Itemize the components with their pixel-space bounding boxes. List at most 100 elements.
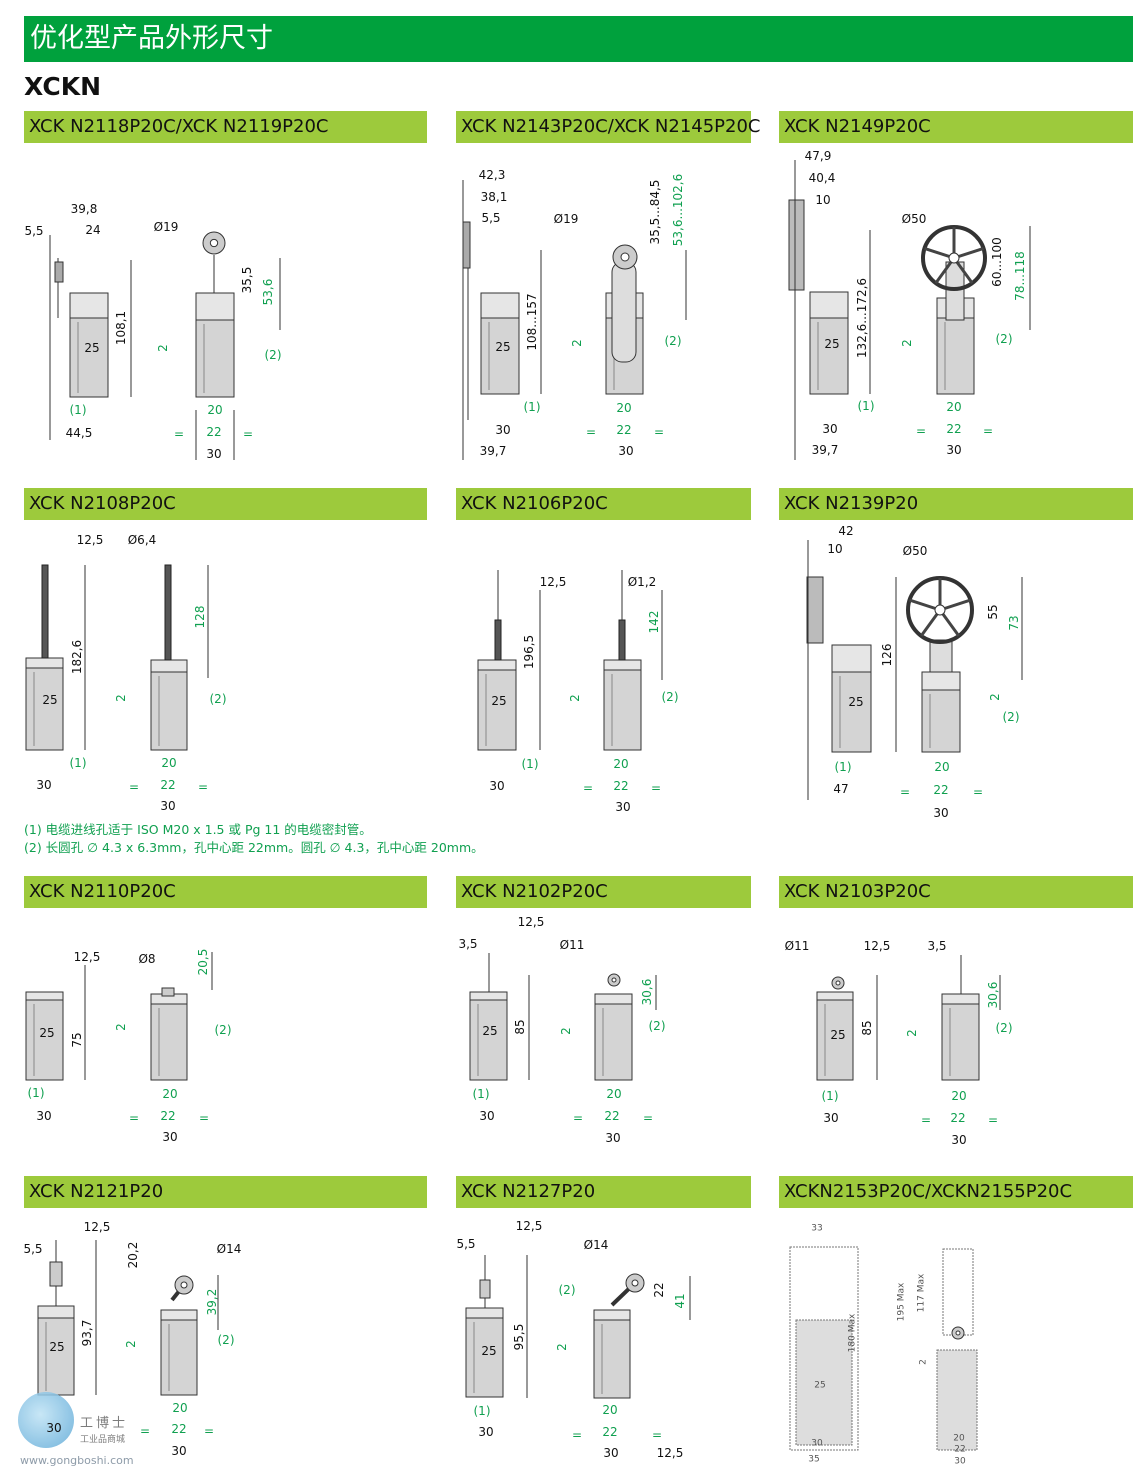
switch-head xyxy=(150,659,188,673)
switch-head xyxy=(195,292,235,321)
dimension-label: = xyxy=(585,425,597,439)
dimension-label: 20 xyxy=(613,757,629,771)
dimension-label: 5,5 xyxy=(456,1237,476,1251)
drawing-part xyxy=(929,639,953,673)
dimension-label: 30 xyxy=(946,443,962,457)
dimension-label: 12,5 xyxy=(73,950,101,964)
switch-head xyxy=(941,993,980,1005)
dimension-label: 30,6 xyxy=(640,978,654,1006)
dimension-label: (2) xyxy=(214,1023,232,1037)
switch-head xyxy=(921,671,961,691)
dimension-label: 35,5 xyxy=(240,266,254,294)
dimension-label: 30 xyxy=(36,1109,52,1123)
switch-body xyxy=(465,1317,504,1398)
dimension-label: = xyxy=(582,781,594,795)
dimension-label: 30 xyxy=(479,1109,495,1123)
dimension-label: = xyxy=(203,1424,215,1438)
dimension-label: 20 xyxy=(616,401,632,415)
roller-hub xyxy=(620,252,630,262)
dimension-label: 2 xyxy=(559,1027,573,1035)
dimension-label: 195 Max xyxy=(896,1282,907,1322)
switch-body xyxy=(795,1319,853,1446)
spring-rod xyxy=(618,619,626,661)
dimension-label: 30 xyxy=(495,423,511,437)
dimension-label: (2) xyxy=(217,1333,235,1347)
dimension-label: 39,7 xyxy=(811,443,839,457)
dimension-label: 20 xyxy=(946,400,962,414)
dimension-label: 12,5 xyxy=(515,1219,543,1233)
dimension-label: 78...118 xyxy=(1013,251,1027,301)
dimension-label: = xyxy=(920,1113,932,1127)
dimension-label: 108,1 xyxy=(114,310,128,346)
watermark-url: www.gongboshi.com xyxy=(20,1454,134,1467)
panel-title: XCK N2102P20C xyxy=(456,876,751,908)
footnotes: (1) 电缆进线孔适于 ISO M20 x 1.5 或 Pg 11 的电缆密封管… xyxy=(24,821,484,857)
dimension-label: 33 xyxy=(811,1223,823,1234)
dimension-label: Ø11 xyxy=(559,938,585,952)
dimension-label: 20 xyxy=(162,1087,178,1101)
dimension-label: 25 xyxy=(491,694,507,708)
dimension-label: = xyxy=(653,425,665,439)
dimension-label: 22 xyxy=(954,1444,966,1455)
dimension-label: 25 xyxy=(39,1026,55,1040)
dimension-label: 20 xyxy=(951,1089,967,1103)
dimension-label: 30 xyxy=(489,779,505,793)
dimension-label: (1) xyxy=(69,403,87,417)
dimension-label: 30 xyxy=(615,800,631,814)
dimension-label: = xyxy=(642,1111,654,1125)
dimension-label: 180 Max xyxy=(847,1313,858,1353)
dimension-label: Ø14 xyxy=(583,1238,609,1252)
dimension-label: 20 xyxy=(207,403,223,417)
dimension-label: 22 xyxy=(160,1109,176,1123)
switch-body xyxy=(195,319,235,398)
panel-title: XCK N2103P20C xyxy=(779,876,1133,908)
wheel-hub xyxy=(934,604,946,616)
switch-body xyxy=(593,1319,631,1399)
dimension-label: 30 xyxy=(478,1425,494,1439)
dimension-label: 30 xyxy=(36,778,52,792)
switch-body xyxy=(469,999,508,1081)
roller-hub xyxy=(835,980,841,986)
dimension-label: 12,5 xyxy=(863,939,891,953)
dimension-label: 85 xyxy=(513,1019,527,1035)
dimension-label: 20 xyxy=(602,1403,618,1417)
dimension-label: 22 xyxy=(652,1282,666,1298)
switch-body xyxy=(921,689,961,753)
dimension-label: 30 xyxy=(823,1111,839,1125)
dimension-label: 40,4 xyxy=(808,171,836,185)
dimension-label: 5,5 xyxy=(23,1242,43,1256)
dimension-label: (1) xyxy=(472,1087,490,1101)
dimension-label: Ø11 xyxy=(784,939,810,953)
dimension-label: (2) xyxy=(648,1019,666,1033)
switch-head xyxy=(603,659,642,671)
switch-body xyxy=(150,1003,188,1081)
switch-head xyxy=(831,644,872,673)
dimension-label: 22 xyxy=(171,1422,187,1436)
watermark-sub: 工业品商城 xyxy=(80,1435,126,1445)
dimension-label: 20,5 xyxy=(196,948,210,976)
panel-title: XCKN2153P20C/XCKN2155P20C xyxy=(779,1176,1133,1208)
switch-body xyxy=(25,999,64,1081)
dimension-label: Ø8 xyxy=(138,952,156,966)
panel-title: XCK N2110P20C xyxy=(24,876,427,908)
switch-body xyxy=(594,1003,633,1081)
dimension-label: 25 xyxy=(848,695,864,709)
dimension-label: = xyxy=(987,1113,999,1127)
drawing-part xyxy=(611,261,637,363)
footnote-1: (1) 电缆进线孔适于 ISO M20 x 1.5 或 Pg 11 的电缆密封管… xyxy=(24,822,372,837)
switch-head xyxy=(25,991,64,1001)
roller-hub xyxy=(209,238,219,248)
dimension-label: 5,5 xyxy=(24,224,44,238)
dimension-label: = xyxy=(242,427,254,441)
panel-title: XCK N2143P20C/XCK N2145P20C xyxy=(456,111,761,143)
dimension-label: (1) xyxy=(69,756,87,770)
dimension-label: 132,6...172,6 xyxy=(855,277,869,359)
dimension-label: 22 xyxy=(602,1425,618,1439)
switch-body xyxy=(69,317,109,398)
dimension-label: (1) xyxy=(521,757,539,771)
dimension-label: 12,5 xyxy=(83,1220,111,1234)
dimension-label: 2 xyxy=(988,693,1002,701)
dimension-label: 12,5 xyxy=(539,575,567,589)
dimension-label: 2 xyxy=(124,1340,138,1348)
